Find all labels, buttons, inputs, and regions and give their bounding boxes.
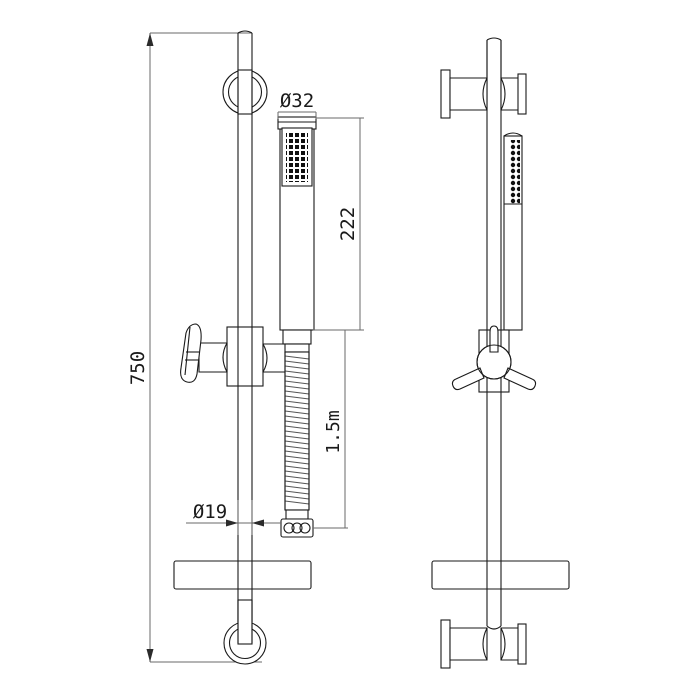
dimension-hose-length: 1.5m: [313, 329, 348, 529]
slider-lever-handle[interactable]: [180, 323, 228, 383]
side-top-wall-bracket: [440, 40, 527, 119]
dimension-rail-diameter: Ø19: [186, 500, 281, 535]
side-cross-handle[interactable]: [451, 325, 537, 393]
soap-shelf-bar: [173, 560, 312, 590]
side-view: [431, 37, 570, 669]
handshower-spray-face: [286, 132, 308, 182]
side-handshower-spray-face: [510, 140, 520, 204]
shower-hose: [284, 351, 310, 511]
side-handshower: [503, 132, 523, 331]
handshower: [277, 116, 317, 353]
dimension-label-handshower-length: 222: [337, 207, 359, 241]
dimension-label-hose-length: 1.5m: [323, 410, 344, 453]
side-shelf-bar: [431, 560, 570, 590]
bottom-ring-bracket: [223, 599, 267, 665]
slider-bracket: [226, 326, 264, 387]
side-bottom-wall-bracket: [440, 619, 527, 669]
front-view: [173, 30, 317, 665]
dimension-handshower-diameter: Ø32: [277, 90, 317, 119]
dimension-label-rail-diameter: Ø19: [193, 501, 227, 523]
top-ring-bracket: [222, 69, 268, 115]
dimension-label-handshower-diameter: Ø32: [280, 90, 314, 112]
dimension-overall-height: 750: [127, 32, 262, 663]
dimension-label-overall-height: 750: [127, 351, 149, 385]
hose-elbow-connector: [280, 509, 314, 538]
dimension-handshower-length: 222: [313, 117, 364, 331]
